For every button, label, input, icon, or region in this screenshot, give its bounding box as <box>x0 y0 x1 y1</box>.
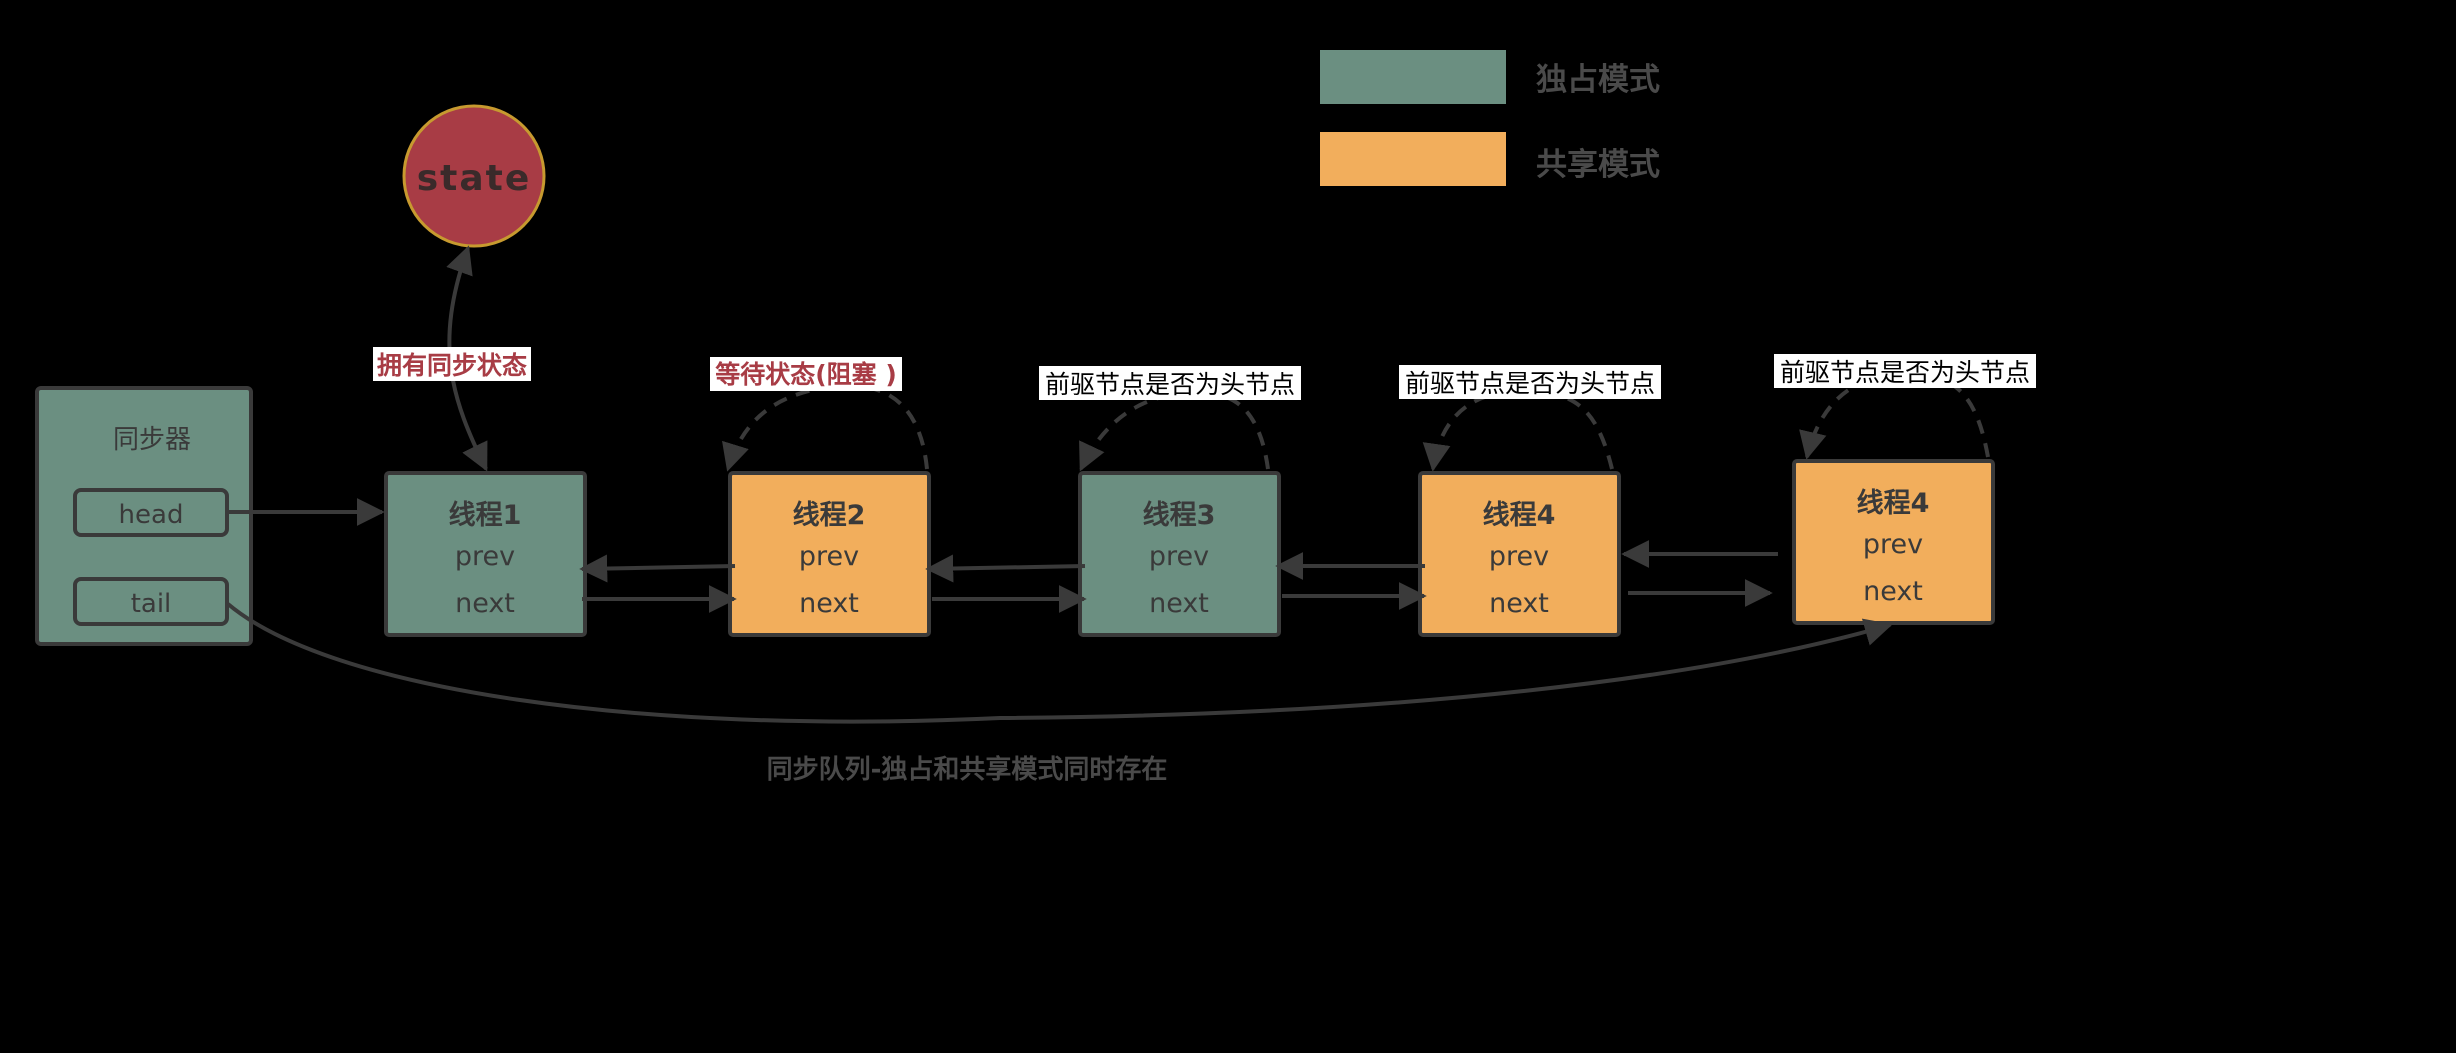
node-title: 线程3 <box>1143 500 1216 531</box>
node-thread-2: 线程2 prev next <box>728 471 931 637</box>
tail-arrow <box>226 602 1893 724</box>
node-prev: prev <box>1149 541 1209 572</box>
node-prev: prev <box>1863 529 1923 560</box>
legend-swatch-exclusive <box>1320 50 1506 104</box>
legend-swatch-shared <box>1320 132 1506 186</box>
node-next: next <box>799 588 859 619</box>
node-thread-1: 线程1 prev next <box>384 471 587 637</box>
head-label: head <box>119 500 184 530</box>
prev-arrow-2-1 <box>579 554 736 583</box>
node-next: next <box>1149 588 1209 619</box>
check-head-label-1: 前驱节点是否为头节点 <box>1045 370 1295 399</box>
annotations: 拥有同步状态 等待状态(阻塞 ) 前驱节点是否为头节点 前驱节点是否为头节点 前… <box>373 347 2036 400</box>
node-next: next <box>455 588 515 619</box>
node-thread-5: 线程4 prev next <box>1792 459 1995 625</box>
state-circle: state <box>402 104 546 248</box>
synchronizer-title: 同步器 <box>113 425 191 455</box>
check-head-loop-arrow-1 <box>1079 391 1270 472</box>
node-title: 线程4 <box>1483 500 1556 531</box>
node-next: next <box>1489 588 1549 619</box>
node-prev: prev <box>799 541 859 572</box>
state-label: state <box>417 158 532 199</box>
has-state-label: 拥有同步状态 <box>377 351 527 380</box>
tail-field <box>73 577 229 626</box>
synchronizer: 同步器 head tail <box>35 386 253 646</box>
node-prev: prev <box>455 541 515 572</box>
check-head-label-3: 前驱节点是否为头节点 <box>1780 358 2030 387</box>
tail-label: tail <box>131 589 172 619</box>
node-thread-4: 线程4 prev next <box>1418 471 1621 637</box>
node-thread-3: 线程3 prev next <box>1078 471 1281 637</box>
waiting-loop-arrow <box>722 383 929 472</box>
node-next: next <box>1863 576 1923 607</box>
node-title: 线程2 <box>793 500 866 531</box>
check-head-label-2: 前驱节点是否为头节点 <box>1405 369 1655 398</box>
node-title: 线程4 <box>1857 488 1930 519</box>
legend: 独占模式 共享模式 <box>1320 50 1660 186</box>
legend-label-shared: 共享模式 <box>1536 147 1660 183</box>
legend-label-exclusive: 独占模式 <box>1536 62 1660 98</box>
node-prev: prev <box>1489 541 1549 572</box>
prev-arrow-3-2 <box>925 554 1086 583</box>
diagram-caption: 同步队列-独占和共享模式同时存在 <box>767 754 1168 785</box>
check-head-loop-arrow-2 <box>1422 389 1614 472</box>
node-title: 线程1 <box>449 500 522 531</box>
waiting-label: 等待状态(阻塞 ) <box>715 360 897 389</box>
